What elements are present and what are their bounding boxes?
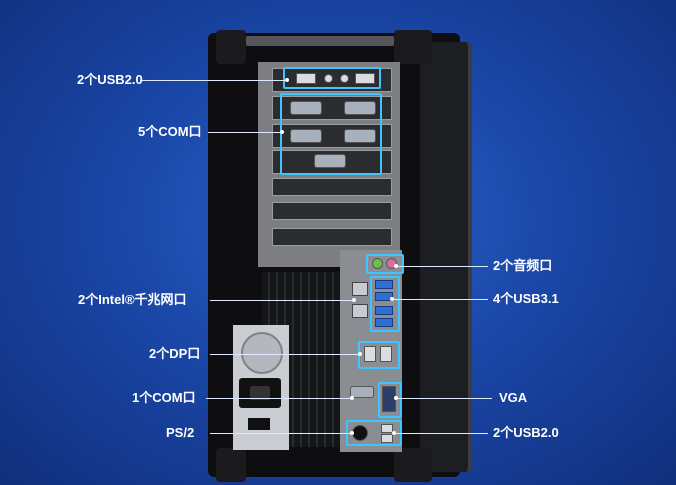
leader-dot-usb2-top [285, 78, 289, 82]
leader-line-com1 [206, 398, 352, 399]
leader-dot-com5 [280, 130, 284, 134]
leader-line-audio [396, 266, 488, 267]
leader-line-com5 [208, 132, 282, 133]
leader-dot-audio [394, 264, 398, 268]
leader-dot-usb2-bottom [392, 431, 396, 435]
label-vga: VGA [499, 390, 528, 405]
label-usb2-top: 2个USB2.0 [77, 72, 143, 87]
label-dp: 2个DP口 [149, 346, 201, 361]
dp-highlight [358, 341, 400, 369]
leader-dot-vga [394, 396, 398, 400]
label-usb2-bottom: 2个USB2.0 [493, 425, 559, 440]
leader-line-usb2-top [140, 80, 286, 81]
leader-dot-ps2 [350, 431, 354, 435]
usb2-top-highlight [283, 67, 381, 89]
label-intel-lan: 2个Intel®千兆网口 [78, 292, 187, 307]
audio-highlight [366, 254, 404, 274]
leader-line-vga [396, 398, 492, 399]
leader-dot-usb31 [390, 297, 394, 301]
label-com5: 5个COM口 [138, 124, 202, 139]
leader-dot-intel-lan [352, 298, 356, 302]
vga-highlight [378, 382, 402, 418]
leader-line-intel-lan [210, 300, 354, 301]
label-audio: 2个音频口 [493, 258, 553, 273]
label-usb31: 4个USB3.1 [493, 291, 559, 306]
usb31-highlight [370, 276, 400, 332]
leader-line-dp [210, 354, 360, 355]
label-com1: 1个COM口 [132, 390, 196, 405]
leader-line-ps2 [210, 433, 352, 434]
leader-line-usb2-bottom [394, 433, 488, 434]
leader-dot-com1 [350, 396, 354, 400]
com-ports-highlight [280, 93, 382, 175]
label-ps2: PS/2 [166, 425, 195, 440]
leader-line-usb31 [392, 299, 488, 300]
leader-dot-dp [358, 352, 362, 356]
